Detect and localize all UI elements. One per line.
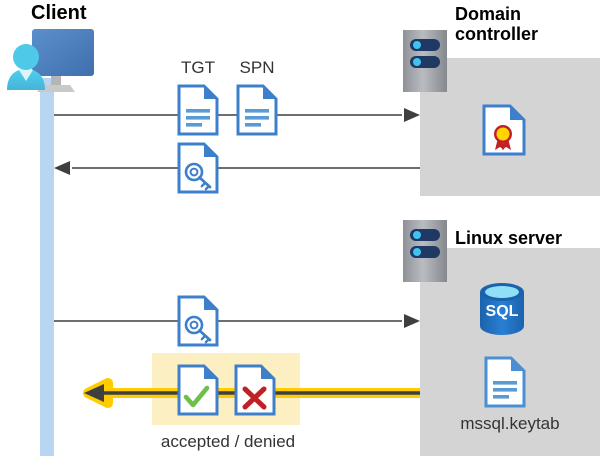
server-tower-icon-dc bbox=[403, 30, 447, 92]
linux-server-panel bbox=[420, 248, 600, 456]
dc-title-line-1: Domain bbox=[455, 4, 522, 24]
keytab-document-icon bbox=[484, 356, 526, 408]
dc-title-line-2: controller bbox=[455, 24, 539, 45]
denied-document-icon bbox=[234, 364, 276, 416]
client-icon bbox=[4, 24, 100, 96]
spn-label: SPN bbox=[239, 58, 275, 77]
certificate-document-icon bbox=[482, 104, 526, 156]
spn-document-icon bbox=[236, 84, 278, 136]
ticket-key-document-icon bbox=[177, 142, 219, 194]
flow-client-to-dc bbox=[54, 106, 420, 124]
page-title-linux-server: Linux server bbox=[455, 228, 563, 248]
accepted-denied-caption: accepted / denied bbox=[160, 432, 296, 451]
accepted-document-icon bbox=[177, 364, 219, 416]
sql-database-icon: SQL bbox=[477, 282, 527, 336]
service-ticket-document-icon bbox=[177, 295, 219, 347]
tgt-document-icon bbox=[177, 84, 219, 136]
keytab-filename-label: mssql.keytab bbox=[460, 414, 560, 433]
tgt-label: TGT bbox=[181, 58, 215, 77]
sql-database-label: SQL bbox=[486, 303, 519, 320]
flow-dc-to-client bbox=[54, 159, 420, 177]
page-title-domain-controller: Domain controller bbox=[455, 4, 595, 44]
server-tower-icon-linux bbox=[403, 220, 447, 282]
flow-client-to-linux bbox=[54, 312, 420, 330]
client-lifeline bbox=[40, 78, 54, 456]
page-title-client: Client bbox=[31, 2, 87, 24]
